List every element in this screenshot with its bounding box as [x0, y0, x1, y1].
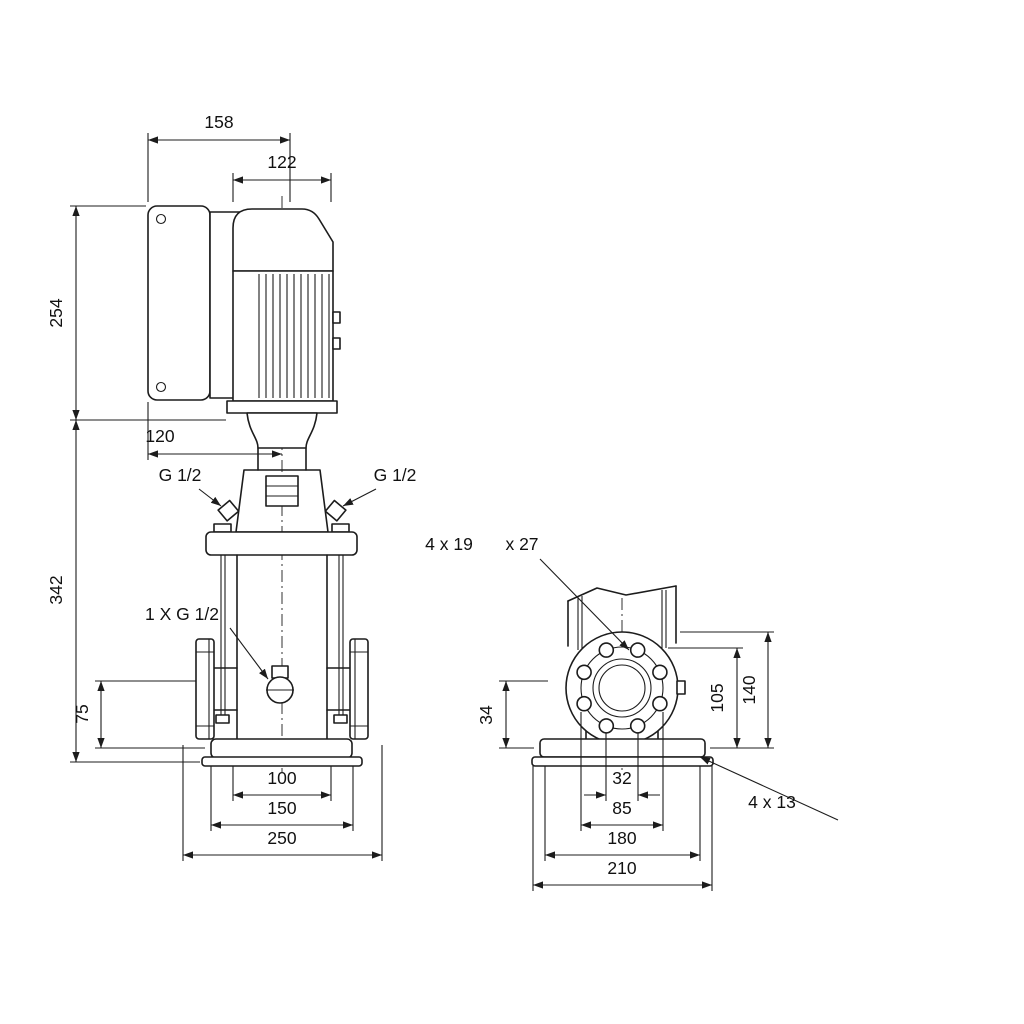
control-box [147, 205, 211, 401]
base-plate [210, 738, 353, 759]
screw-icon [155, 213, 167, 225]
pump-body [205, 523, 358, 740]
dim-342: 342 [46, 420, 200, 763]
port-label: G 1/2 [159, 465, 202, 485]
motor-stool [246, 412, 318, 449]
dim-122: 122 [232, 152, 332, 202]
side-view: 4 x 19 x 27 34 105 140 32 [425, 534, 839, 891]
port-label-right: G 1/2 [342, 465, 417, 507]
dim-label: 140 [739, 675, 759, 704]
side-column [567, 585, 677, 650]
leader-line [198, 488, 222, 507]
dim-105: 105 [668, 647, 743, 748]
dim-180: 180 [544, 766, 701, 861]
staybolt-nut [215, 714, 230, 724]
dim-label: 34 [476, 705, 496, 725]
vent-plug-right [324, 499, 347, 522]
bolt-hole [652, 664, 668, 681]
screw-icon [155, 381, 167, 393]
suction-flange-left [195, 638, 238, 740]
dim-label: 180 [607, 828, 636, 848]
dim-label: 158 [204, 112, 233, 132]
dim-150: 150 [210, 766, 354, 831]
bolt-hole [629, 718, 646, 734]
leader-line [539, 558, 630, 651]
flange-tab [676, 680, 686, 695]
break-line [567, 585, 677, 602]
flange-face [565, 631, 686, 745]
leader-line [229, 627, 269, 680]
dim-label: 210 [607, 858, 636, 878]
coupling [265, 475, 299, 507]
bolt-hole [598, 718, 615, 734]
dim-label: 254 [46, 298, 66, 327]
bolt-hole [576, 664, 592, 681]
dim-label: 150 [267, 798, 296, 818]
dim-85: 85 [580, 712, 664, 831]
dim-label: 342 [46, 575, 66, 604]
bolt-hole [598, 642, 615, 658]
dim-label: 75 [72, 704, 92, 723]
port-label: G 1/2 [374, 465, 417, 485]
port-label-left: G 1/2 [159, 465, 222, 507]
discharge-flange-right [326, 638, 369, 740]
dim-label: 120 [145, 426, 174, 446]
motor-tab [332, 311, 341, 324]
dim-34: 34 [476, 680, 548, 749]
dim-label: 100 [267, 768, 296, 788]
dim-254: 254 [46, 205, 226, 421]
dim-120: 120 [145, 402, 282, 460]
flange-outer-circle [565, 631, 679, 745]
drain-plug [266, 665, 294, 704]
dim-label: 32 [612, 768, 631, 788]
dim-158: 158 [147, 112, 291, 202]
motor-unit [226, 208, 341, 449]
dim-label: 250 [267, 828, 296, 848]
front-view: 158 122 254 342 120 [46, 112, 416, 861]
vent-plug-left [217, 499, 240, 522]
staybolt-nut [213, 523, 232, 533]
flange-holes-label: 4 x 19 x 27 [425, 534, 630, 651]
drain-label: 1 X G 1/2 [145, 604, 269, 680]
bolt-hole [652, 695, 668, 712]
leader-line [342, 488, 377, 507]
dim-140: 140 [680, 631, 774, 749]
flange-holes-text-b: x 27 [505, 534, 538, 554]
bolt-hole [629, 642, 646, 658]
flange-bore [598, 664, 646, 712]
flange-chamfer-circle [592, 658, 652, 718]
bolt-hole [576, 695, 592, 712]
base-mat [201, 756, 363, 767]
base-plate [539, 738, 706, 758]
top-flange-plate [205, 531, 358, 556]
motor-top-cap [232, 208, 334, 272]
base-holes-text: 4 x 13 [748, 792, 796, 812]
dim-label: 105 [707, 683, 727, 712]
leader-line [699, 756, 839, 821]
dim-210: 210 [532, 766, 713, 891]
staybolt-nut [333, 714, 348, 724]
motor-flange [226, 400, 338, 414]
drain-label-text: 1 X G 1/2 [145, 604, 219, 624]
dim-250: 250 [182, 745, 383, 861]
dim-75: 75 [72, 680, 205, 749]
dim-100: 100 [232, 766, 332, 801]
pump-base [201, 738, 363, 767]
motor-tab [332, 337, 341, 350]
motor-fins [258, 274, 330, 398]
dim-label: 85 [612, 798, 631, 818]
dim-32: 32 [584, 733, 660, 801]
side-base [531, 738, 714, 767]
staybolt-nut [331, 523, 350, 533]
base-holes-label: 4 x 13 [699, 756, 839, 821]
motor-fin-block [232, 270, 334, 402]
dim-label: 122 [267, 152, 296, 172]
base-mat [531, 756, 714, 767]
flange-holes-text-a: 4 x 19 [425, 534, 473, 554]
